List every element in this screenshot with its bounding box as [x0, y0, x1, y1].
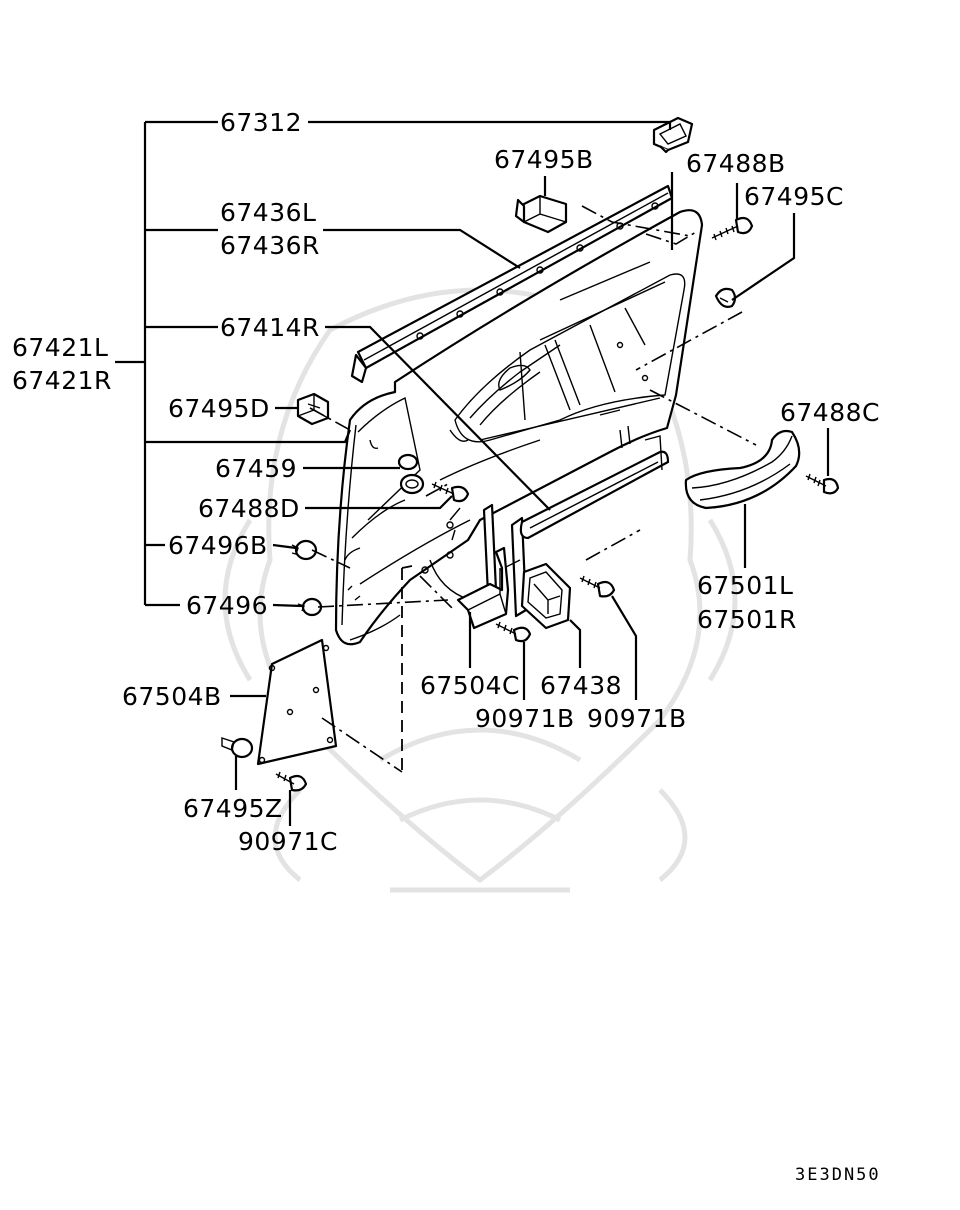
label-67501L: 67501L [697, 571, 793, 600]
diagram-code: 3E3DN50 [795, 1165, 881, 1185]
screw-67488B [711, 216, 754, 241]
pull-handle-67501 [684, 429, 801, 510]
leader-lines [115, 120, 830, 826]
screw-90971C [275, 771, 308, 792]
label-90971B-left: 90971B [475, 704, 575, 733]
bracket-67504C [456, 546, 510, 630]
label-67504B: 67504B [122, 682, 222, 711]
label-67414R: 67414R [220, 313, 320, 342]
clip-67496B [291, 539, 318, 561]
label-67496: 67496 [186, 591, 268, 620]
label-67421R: 67421R [12, 366, 112, 395]
label-67501R: 67501R [697, 605, 797, 634]
label-90971B-right: 90971B [587, 704, 687, 733]
switch-bezel-67438 [520, 562, 572, 630]
label-67436R: 67436R [220, 231, 320, 260]
grommet-67459 [397, 453, 425, 495]
label-67436L: 67436L [220, 198, 316, 227]
screw-90971B-right [579, 575, 616, 598]
label-67421L: 67421L [12, 333, 108, 362]
screw-67488D [431, 481, 470, 503]
door-trim-panel [334, 209, 704, 646]
label-67504C: 67504C [420, 671, 520, 700]
label-67488D: 67488D [198, 494, 300, 523]
part-labels: 67312 67495B 67488B 67495C 67436L 67436R… [12, 108, 881, 1185]
assembly-lines [309, 205, 757, 773]
label-67495B: 67495B [494, 145, 594, 174]
label-90971C: 90971C [238, 827, 338, 856]
label-67495C: 67495C [744, 182, 844, 211]
clip-67495Z [221, 737, 254, 759]
label-67488B: 67488B [686, 149, 786, 178]
label-67495Z: 67495Z [183, 794, 283, 823]
switch-67312 [652, 116, 694, 154]
clip-67495C [714, 287, 737, 308]
plate-67504B [256, 638, 338, 766]
label-67438: 67438 [540, 671, 622, 700]
label-67496B: 67496B [168, 531, 268, 560]
label-67495D: 67495D [168, 394, 270, 423]
label-67312: 67312 [220, 108, 302, 137]
label-67459: 67459 [215, 454, 297, 483]
screw-67488C [805, 473, 840, 495]
screw-90971B-left [495, 621, 532, 643]
clip-67495B [514, 194, 568, 234]
label-67488C: 67488C [780, 398, 880, 427]
